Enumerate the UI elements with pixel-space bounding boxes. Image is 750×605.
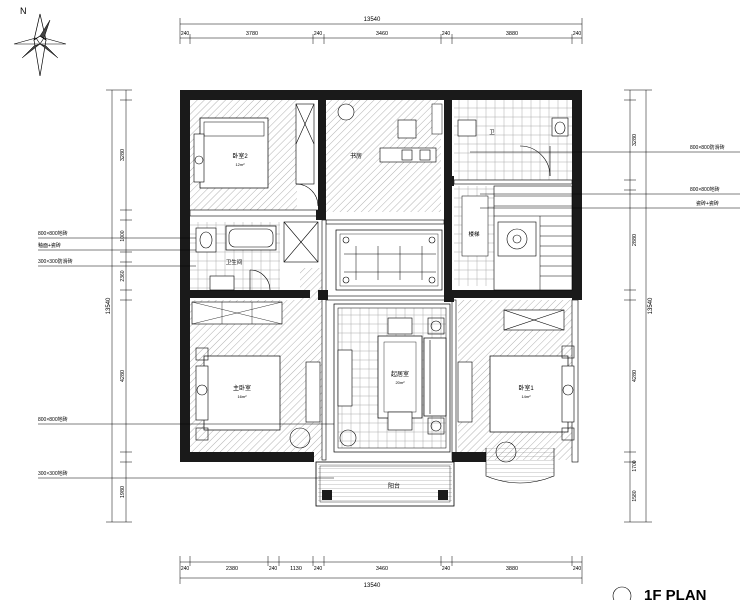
sofa-icon [423,337,447,417]
bottom-dim-seg: 240 [181,566,190,572]
bathroom-2: 卫 [457,117,569,177]
bottom-dim-seg: 240 [442,566,451,572]
bathroom-1-label: 卫生间 [226,258,243,266]
top-dim-seg: 240 [442,31,451,37]
left-dimension-lines: 3280 1000 2360 4280 1980 13540 [106,89,132,523]
right-dimension-lines: 3280 2880 4280 1700 1580 13540 [624,89,654,523]
bedroom-2-label: 卧室2 [232,152,248,160]
right-dim-seg: 1700 [632,460,638,471]
annotation-floor-right-1: 800×800防滑砖 [690,144,725,151]
plant-icon [337,103,355,121]
master-bedroom-label: 主卧室 [233,384,251,392]
bathroom-1: 卫生间 [195,221,319,291]
plant-icon [506,228,528,250]
bedroom-1: 卧室1 14m² [457,309,575,484]
right-annotations: 800×800防滑砖 800×800地砖 瓷砖+瓷砖 [470,144,740,209]
plant-icon [339,429,357,447]
toilet-icon [551,117,569,137]
top-dim-seg: 3460 [376,31,388,37]
top-dim-seg: 3780 [246,31,258,37]
bottom-dim-seg: 240 [314,566,323,572]
annotation-floor-5: 300×300地砖 [38,470,68,477]
chair-icon [495,441,517,463]
north-arrow-icon: N [13,6,67,77]
master-bedroom-area: 16m² [237,394,247,399]
study-label: 书房 [350,152,362,160]
plan-title: 1F PLAN [644,587,707,600]
bathroom-2-label: 卫 [489,129,495,136]
armchair-icon [387,317,413,335]
annotation-floor-1: 800×800地砖 [38,230,68,237]
stairs-label: 楼梯 [468,230,480,238]
left-dim-seg: 4280 [120,370,126,382]
walls [180,90,582,463]
toilet-icon [195,227,217,253]
bedroom-2: 卧室2 12m² [193,103,319,207]
annotation-floor-right-3: 瓷砖+瓷砖 [696,200,719,207]
svg-text:N: N [20,6,27,16]
left-dim-seg: 1000 [120,230,126,241]
top-dim-seg: 240 [573,31,582,37]
bedroom-1-label: 卧室1 [518,384,534,392]
bottom-dim-seg: 3460 [376,566,388,572]
bottom-total-dim: 13540 [364,583,381,589]
annotation-floor-3: 300×300防滑砖 [38,258,73,265]
plan-title-block: 1F PLAN [612,586,707,605]
armchair-icon [387,411,413,431]
bottom-dim-seg: 1130 [290,566,302,572]
left-total-dim: 13540 [106,297,112,314]
central-hall [335,229,443,291]
top-dim-seg: 240 [181,31,190,37]
living-room-area: 20m² [395,380,405,385]
right-dim-seg: 4280 [632,370,638,382]
master-bedroom: 主卧室 16m² [191,301,321,449]
bottom-dim-seg: 2380 [226,566,238,572]
balcony: 阳台 [315,461,455,507]
title-marker-icon [612,586,632,605]
left-dim-seg: 3280 [120,149,126,161]
bottom-dim-seg: 240 [573,566,582,572]
annotation-floor-right-2: 800×800地砖 [690,186,720,193]
balcony-label: 阳台 [388,482,400,490]
bedroom-1-area: 14m² [521,394,531,399]
left-dim-seg: 1980 [120,486,126,498]
chair-icon [289,427,311,449]
study-room: 书房 [337,103,443,163]
living-room-label: 起居室 [391,370,409,378]
annotation-floor-4: 800×800地砖 [38,416,68,423]
bedroom-2-area: 12m² [235,162,245,167]
right-dim-seg: 2880 [632,234,638,246]
top-dim-seg: 240 [314,31,323,37]
annotation-floor-2: 釉面+瓷砖 [38,242,61,249]
bottom-dimension-lines: 240 2380 240 1130 240 3460 240 3880 240 … [179,556,583,589]
bottom-dim-seg: 3880 [506,566,518,572]
left-annotations: 800×800地砖 釉面+瓷砖 300×300防滑砖 800×800地砖 300… [38,230,334,479]
stairs: 楼梯 [461,185,573,291]
top-total-dim: 13540 [364,17,381,23]
right-total-dim: 13540 [648,297,654,314]
ornament-icon [342,236,436,284]
bottom-dim-seg: 240 [269,566,278,572]
top-dim-seg: 3880 [506,31,518,37]
right-dim-seg: 1580 [632,490,638,501]
living-room: 起居室 20m² [333,303,451,453]
right-dim-seg: 3280 [632,134,638,146]
top-dimension-lines: 13540 240 3780 240 3460 240 3880 240 [179,17,583,44]
left-dim-seg: 2360 [120,270,126,281]
